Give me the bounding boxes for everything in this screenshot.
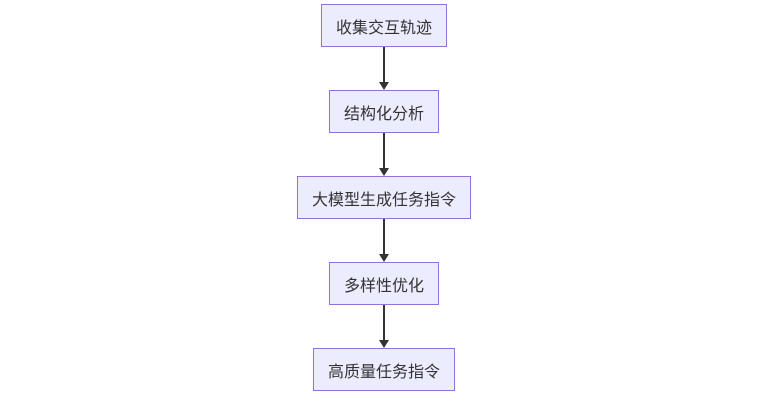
arrow-connector — [379, 219, 389, 262]
flow-node-high-quality-instructions: 高质量任务指令 — [312, 348, 455, 391]
arrow-head-icon — [379, 340, 389, 348]
flow-node-llm-generate-instructions: 大模型生成任务指令 — [296, 176, 471, 219]
arrow-head-icon — [379, 82, 389, 90]
flow-node-collect-trajectories: 收集交互轨迹 — [320, 4, 447, 47]
arrow-head-icon — [379, 254, 389, 262]
arrow-line — [383, 305, 385, 340]
arrow-connector — [379, 305, 389, 348]
arrow-line — [383, 219, 385, 254]
flowchart-column: 收集交互轨迹 结构化分析 大模型生成任务指令 多样性优化 高质量任务指令 — [0, 4, 768, 391]
arrow-connector — [379, 47, 389, 90]
arrow-head-icon — [379, 168, 389, 176]
arrow-line — [383, 133, 385, 168]
arrow-connector — [379, 133, 389, 176]
flow-node-diversity-optimization: 多样性优化 — [328, 262, 439, 305]
arrow-line — [383, 47, 385, 82]
flow-node-structured-analysis: 结构化分析 — [328, 90, 439, 133]
